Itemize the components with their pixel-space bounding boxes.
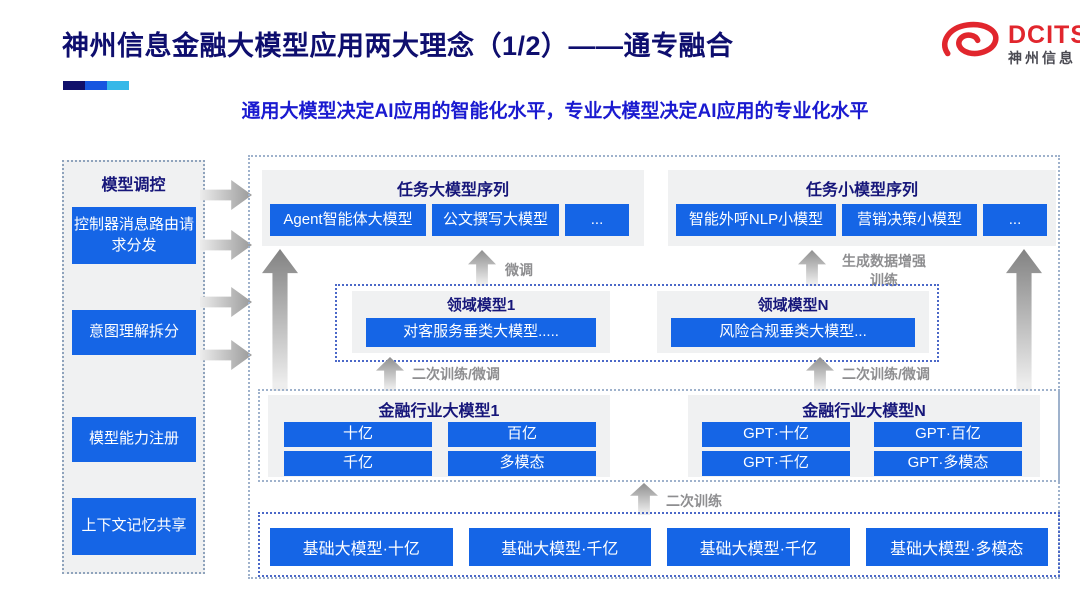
dcits-swirl-icon: [938, 18, 1002, 69]
base-model-row: 基础大模型·十亿 基础大模型·千亿 基础大模型·千亿 基础大模型·多模态: [270, 528, 1048, 566]
sidebar-item-context: 上下文记忆共享: [72, 498, 196, 555]
domain-model-n-item: 风险合规垂类大模型...: [671, 318, 915, 347]
base-model-multimodal: 基础大模型·多模态: [865, 528, 1048, 566]
industry-n-gpt-10b: GPT·百亿: [874, 422, 1022, 447]
task-small-panel-title: 任务小模型序列: [805, 182, 918, 199]
domain-model-1-item: 对客服务垂类大模型.....: [366, 318, 596, 347]
base-model-frame: 基础大模型·十亿 基础大模型·千亿 基础大模型·千亿 基础大模型·多模态: [258, 512, 1060, 577]
right-arrow-icon: [200, 230, 252, 260]
industry-n-gpt-1b: GPT·十亿: [702, 422, 850, 447]
domain-model-1-title: 领域模型1: [446, 297, 516, 314]
arrow-label-fine-tune: 微调: [505, 262, 533, 278]
right-arrow-icon: [200, 340, 252, 370]
base-model-100b-b: 基础大模型·千亿: [667, 528, 850, 566]
sidebar-item-registry: 模型能力注册: [72, 417, 196, 462]
industry-n-gpt-multimodal: GPT·多模态: [874, 451, 1022, 476]
arrow-label-second-train-ft-right: 二次训练/微调: [842, 366, 930, 382]
task-large-panel-title: 任务大模型序列: [396, 182, 509, 199]
industry-model-1-title: 金融行业大模型1: [378, 403, 500, 420]
arrow-label-second-train: 二次训练: [666, 493, 722, 509]
task-large-model-panel: 任务大模型序列 Agent智能体大模型 公文撰写大模型 ...: [262, 170, 644, 246]
task-large-item-agent: Agent智能体大模型: [270, 204, 426, 236]
logo-name: DCITS: [1008, 20, 1080, 49]
industry-model-n-title: 金融行业大模型N: [802, 403, 926, 420]
title-accent-bar: [63, 81, 129, 90]
industry-model-frame: 金融行业大模型1 十亿 百亿 千亿 多模态 金融行业大模型N GPT·十亿 GP…: [258, 389, 1060, 482]
main-diagram-frame: [248, 155, 1060, 579]
industry-model-1-panel: 金融行业大模型1 十亿 百亿 千亿 多模态: [268, 395, 610, 477]
domain-model-n-panel: 领域模型N 风险合规垂类大模型...: [657, 291, 929, 353]
arrow-label-second-train-ft-left: 二次训练/微调: [412, 366, 500, 382]
task-large-item-more: ...: [565, 204, 629, 236]
company-logo: DCITS 神州信息: [938, 18, 1080, 69]
industry-1-size-1b: 十亿: [284, 422, 432, 447]
subtitle: 通用大模型决定AI应用的智能化水平，专业大模型决定AI应用的专业化水平: [241, 101, 869, 122]
logo-cn-name: 神州信息: [1008, 49, 1076, 66]
sidebar-item-router: 控制器消息路由请求分发: [72, 207, 196, 264]
right-arrow-icon: [200, 180, 252, 210]
base-model-1b: 基础大模型·十亿: [270, 528, 453, 566]
industry-1-multimodal: 多模态: [448, 451, 596, 476]
industry-1-size-100b: 千亿: [284, 451, 432, 476]
domain-model-1-panel: 领域模型1 对客服务垂类大模型.....: [352, 291, 610, 353]
industry-model-n-panel: 金融行业大模型N GPT·十亿 GPT·百亿 GPT·千亿 GPT·多模态: [688, 395, 1040, 477]
sidebar-model-control: 模型调控 控制器消息路由请求分发 意图理解拆分 模型能力注册 上下文记忆共享: [62, 160, 205, 574]
base-model-100b-a: 基础大模型·千亿: [468, 528, 651, 566]
page-title: 神州信息金融大模型应用两大理念（1/2）——通专融合: [62, 31, 734, 61]
task-large-item-doc: 公文撰写大模型: [432, 204, 559, 236]
industry-1-size-10b: 百亿: [448, 422, 596, 447]
task-small-model-panel: 任务小模型序列 智能外呼NLP小模型 营销决策小模型 ...: [668, 170, 1056, 246]
domain-model-frame: 领域模型1 对客服务垂类大模型..... 领域模型N 风险合规垂类大模型...: [335, 284, 939, 362]
industry-n-gpt-100b: GPT·千亿: [702, 451, 850, 476]
sidebar-item-intent: 意图理解拆分: [72, 310, 196, 355]
task-small-item-more: ...: [983, 204, 1047, 236]
sidebar-title: 模型调控: [101, 177, 166, 194]
right-arrow-icon: [200, 287, 252, 317]
domain-model-n-title: 领域模型N: [757, 297, 829, 314]
task-small-item-marketing: 营销决策小模型: [842, 204, 977, 236]
task-small-item-nlp: 智能外呼NLP小模型: [676, 204, 836, 236]
